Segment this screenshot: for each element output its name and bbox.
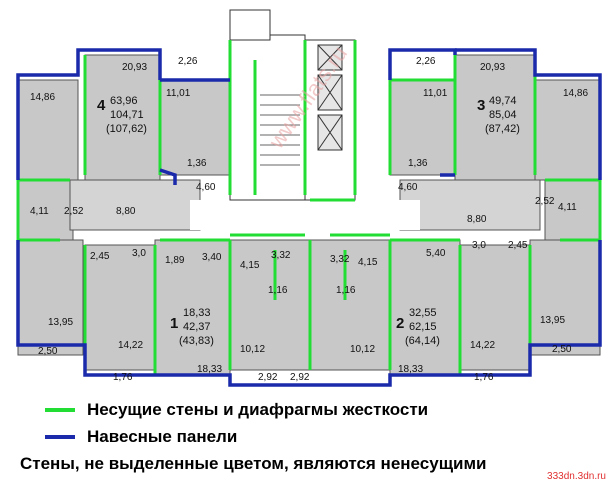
room-label: 5,40 [426, 248, 446, 259]
apartment-number: 3 [477, 97, 485, 114]
room-label: 14,22 [118, 340, 143, 351]
room-label: 1,16 [336, 285, 356, 296]
apartment-living-area: 32,55 [409, 307, 437, 319]
room-labels: 20,93 2,26 14,86 11,01 1,36 4,60 2,52 4,… [30, 56, 588, 383]
footnote: Стены, не выделенные цветом, являются не… [20, 454, 487, 473]
apartment-number: 1 [170, 315, 178, 332]
room-label: 2,52 [64, 206, 84, 217]
room-label: 3,0 [132, 248, 146, 259]
room-label: 20,93 [480, 62, 505, 73]
room-label: 14,86 [563, 88, 588, 99]
room-label: 1,36 [408, 158, 428, 169]
room-label: 13,95 [540, 315, 565, 326]
room-label: 2,50 [552, 344, 572, 355]
room-label: 4,15 [358, 257, 378, 268]
room-label: 3,32 [330, 254, 350, 265]
room-label: 2,26 [416, 56, 436, 67]
room-label: 18,33 [398, 364, 423, 375]
room-label: 18,33 [197, 364, 222, 375]
apartment-total-area: 104,71 [110, 109, 144, 121]
room-label: 2,52 [535, 196, 555, 207]
apartment-1-label: 1 18,33 42,37 (43,83) [170, 307, 214, 347]
room-label: 4,60 [398, 182, 418, 193]
room-label: 11,01 [166, 88, 191, 99]
room-label: 4,11 [30, 206, 49, 217]
room-label: 3,32 [271, 250, 291, 261]
room-label: 2,92 [290, 372, 310, 383]
room-label: 4,11 [558, 202, 577, 213]
room-label: 8,80 [467, 214, 487, 225]
room-label: 8,80 [116, 206, 136, 217]
legend-label: Несущие стены и диафрагмы жесткости [87, 400, 429, 419]
floor-plan: www.flats.ru 4 63,96 104,71 (107,62) 3 4… [16, 9, 602, 387]
apartment-area-with-balcony: (43,83) [179, 335, 214, 347]
apartment-area-with-balcony: (64,14) [405, 335, 440, 347]
curtain-panels [16, 48, 602, 387]
room-label: 1,36 [187, 158, 207, 169]
legend-swatch-blue [45, 435, 75, 439]
room-label: 2,45 [508, 240, 528, 251]
apartment-4-label: 4 63,96 104,71 (107,62) [97, 95, 147, 135]
apartment-total-area: 85,04 [489, 109, 517, 121]
room-label: 10,12 [240, 344, 265, 355]
apartment-number: 4 [97, 97, 106, 114]
room-label: 2,50 [38, 346, 58, 357]
room-label: 3,40 [202, 252, 222, 263]
room-label: 4,15 [240, 260, 260, 271]
room-label: 14,22 [470, 340, 495, 351]
apartment-area-with-balcony: (107,62) [106, 123, 147, 135]
legend-item-curtain-panels: Навесные панели [45, 427, 237, 447]
apartment-living-area: 18,33 [183, 307, 211, 319]
apartment-living-area: 63,96 [110, 95, 138, 107]
room-label: 2,45 [90, 251, 110, 262]
legend-item-load-bearing: Несущие стены и диафрагмы жесткости [45, 400, 428, 420]
room-label: 1,16 [268, 285, 288, 296]
core [229, 9, 356, 201]
apartment-2-label: 2 32,55 62,15 (64,14) [396, 307, 440, 347]
apartment-3-label: 3 49,74 85,04 (87,42) [477, 95, 520, 135]
room-fills [17, 54, 601, 376]
apartment-living-area: 49,74 [489, 95, 517, 107]
apartment-number: 2 [396, 315, 404, 332]
room-label: 20,93 [122, 62, 147, 73]
room-label: 2,26 [178, 56, 198, 67]
room-label: 14,86 [30, 92, 55, 103]
room-label: 10,12 [350, 344, 375, 355]
room-label: 2,92 [258, 372, 278, 383]
room-label: 11,01 [423, 88, 448, 99]
apartment-total-area: 62,15 [409, 321, 437, 333]
apartment-area-with-balcony: (87,42) [485, 123, 520, 135]
apartment-total-area: 42,37 [183, 321, 211, 333]
room-label: 13,95 [48, 317, 73, 328]
room-label: 1,76 [113, 372, 133, 383]
site-watermark: 333dn.3dn.ru [547, 471, 606, 482]
room-label: 3,0 [472, 240, 486, 251]
load-bearing-walls [16, 40, 602, 375]
room-label: 4,60 [196, 182, 216, 193]
room-label: 1,89 [165, 255, 185, 266]
room-label: 1,76 [474, 372, 494, 383]
legend-swatch-green [45, 408, 75, 412]
legend-label: Навесные панели [87, 427, 238, 446]
